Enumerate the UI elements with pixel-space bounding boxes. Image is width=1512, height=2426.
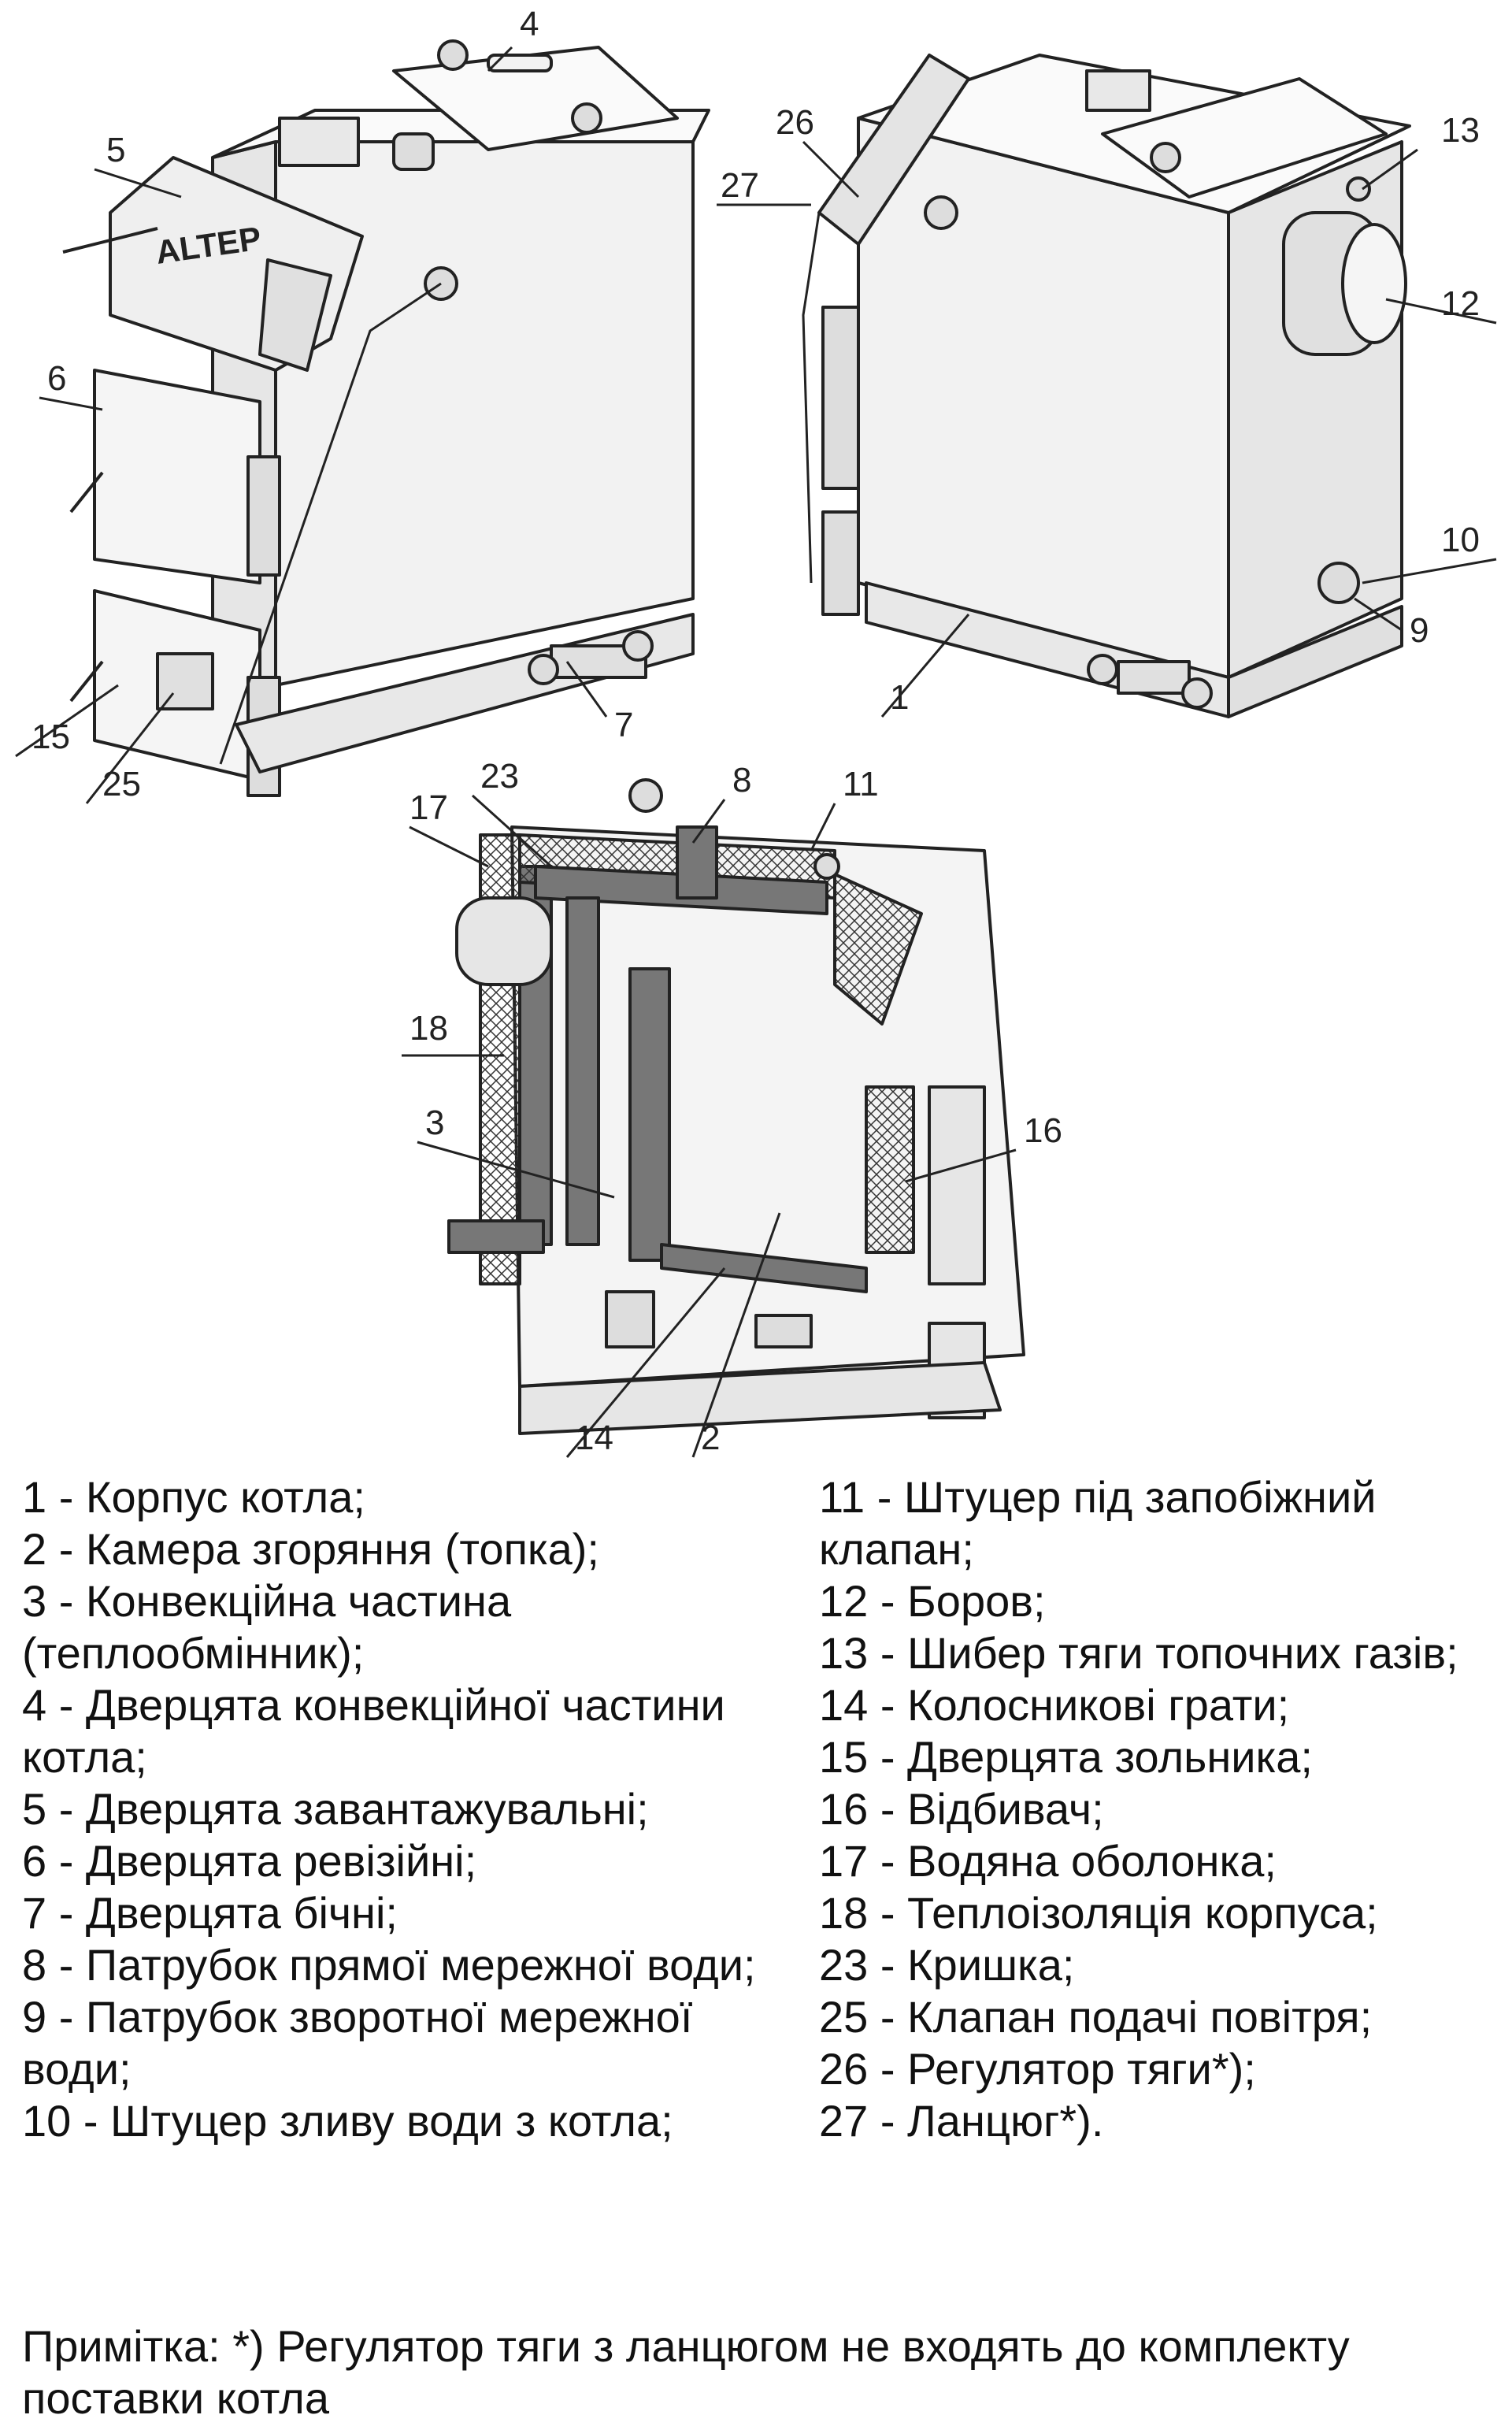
legend-item: 15 - Дверцята зольника; xyxy=(819,1732,1313,1782)
legend: 1 - Корпус котла; 2 - Камера згоряння (т… xyxy=(22,1471,1503,2259)
callout-6: 6 xyxy=(47,359,66,398)
legend-item: 8 - Патрубок прямої мережної води; xyxy=(22,1940,756,1990)
legend-item: 26 - Регулятор тяги*); xyxy=(819,2044,1256,2094)
legend-item: 3 - Конвекційна частина (теплообмінник); xyxy=(22,1576,512,1678)
legend-item: 4 - Дверцята конвекційної частини котла; xyxy=(22,1680,725,1782)
callout-7: 7 xyxy=(614,706,633,744)
callout-13: 13 xyxy=(1441,111,1480,150)
legend-item: 13 - Шибер тяги топочних газів; xyxy=(819,1628,1458,1678)
legend-item: 23 - Кришка; xyxy=(819,1940,1075,1990)
callout-11: 11 xyxy=(843,765,879,803)
callout-26: 26 xyxy=(776,103,814,142)
legend-item: 27 - Ланцюг*). xyxy=(819,2096,1104,2146)
legend-item: 2 - Камера згоряння (топка); xyxy=(22,1524,599,1574)
callout-4: 4 xyxy=(520,5,539,43)
callout-16: 16 xyxy=(1024,1111,1062,1150)
boiler-rear-view xyxy=(802,54,1411,718)
legend-item: 12 - Боров; xyxy=(819,1576,1046,1626)
boiler-section-view xyxy=(447,778,1025,1435)
legend-item: 17 - Водяна оболонка; xyxy=(819,1836,1277,1886)
boiler-front-view xyxy=(62,39,710,797)
legend-item: 11 - Штуцер під запобіжний клапан; xyxy=(819,1472,1377,1574)
callout-8: 8 xyxy=(732,761,751,799)
legend-item: 7 - Дверцята бічні; xyxy=(22,1888,398,1938)
callout-10: 10 xyxy=(1441,521,1480,559)
footnote: Примітка: *) Регулятор тяги з ланцюгом н… xyxy=(22,2321,1350,2423)
callout-12: 12 xyxy=(1441,284,1480,323)
boiler-diagram: 4 5 6 15 25 7 26 27 13 xyxy=(15,5,1497,1458)
callout-25: 25 xyxy=(102,765,141,803)
legend-item: 5 - Дверцята завантажувальні; xyxy=(22,1784,649,1834)
callout-9: 9 xyxy=(1410,611,1429,650)
callout-27: 27 xyxy=(721,166,759,205)
legend-item: 10 - Штуцер зливу води з котла; xyxy=(22,2096,673,2146)
legend-item: 16 - Відбивач; xyxy=(819,1784,1104,1834)
callout-18: 18 xyxy=(410,1009,448,1048)
callout-17: 17 xyxy=(410,788,448,827)
legend-item: 6 - Дверцята ревізійні; xyxy=(22,1836,477,1886)
legend-item: 14 - Колосникові грати; xyxy=(819,1680,1290,1730)
legend-item: 18 - Теплоізоляція корпуса; xyxy=(819,1888,1378,1938)
callout-5: 5 xyxy=(106,131,125,169)
legend-column-left: 1 - Корпус котла; 2 - Камера згоряння (т… xyxy=(22,1471,802,2147)
legend-item: 9 - Патрубок зворотної мережної води; xyxy=(22,1992,693,2094)
callout-3: 3 xyxy=(425,1104,444,1142)
legend-item: 25 - Клапан подачі повітря; xyxy=(819,1992,1373,2042)
legend-column-right: 11 - Штуцер під запобіжний клапан; 12 - … xyxy=(819,1471,1512,2147)
callout-23: 23 xyxy=(480,757,519,796)
legend-item: 1 - Корпус котла; xyxy=(22,1472,365,1522)
